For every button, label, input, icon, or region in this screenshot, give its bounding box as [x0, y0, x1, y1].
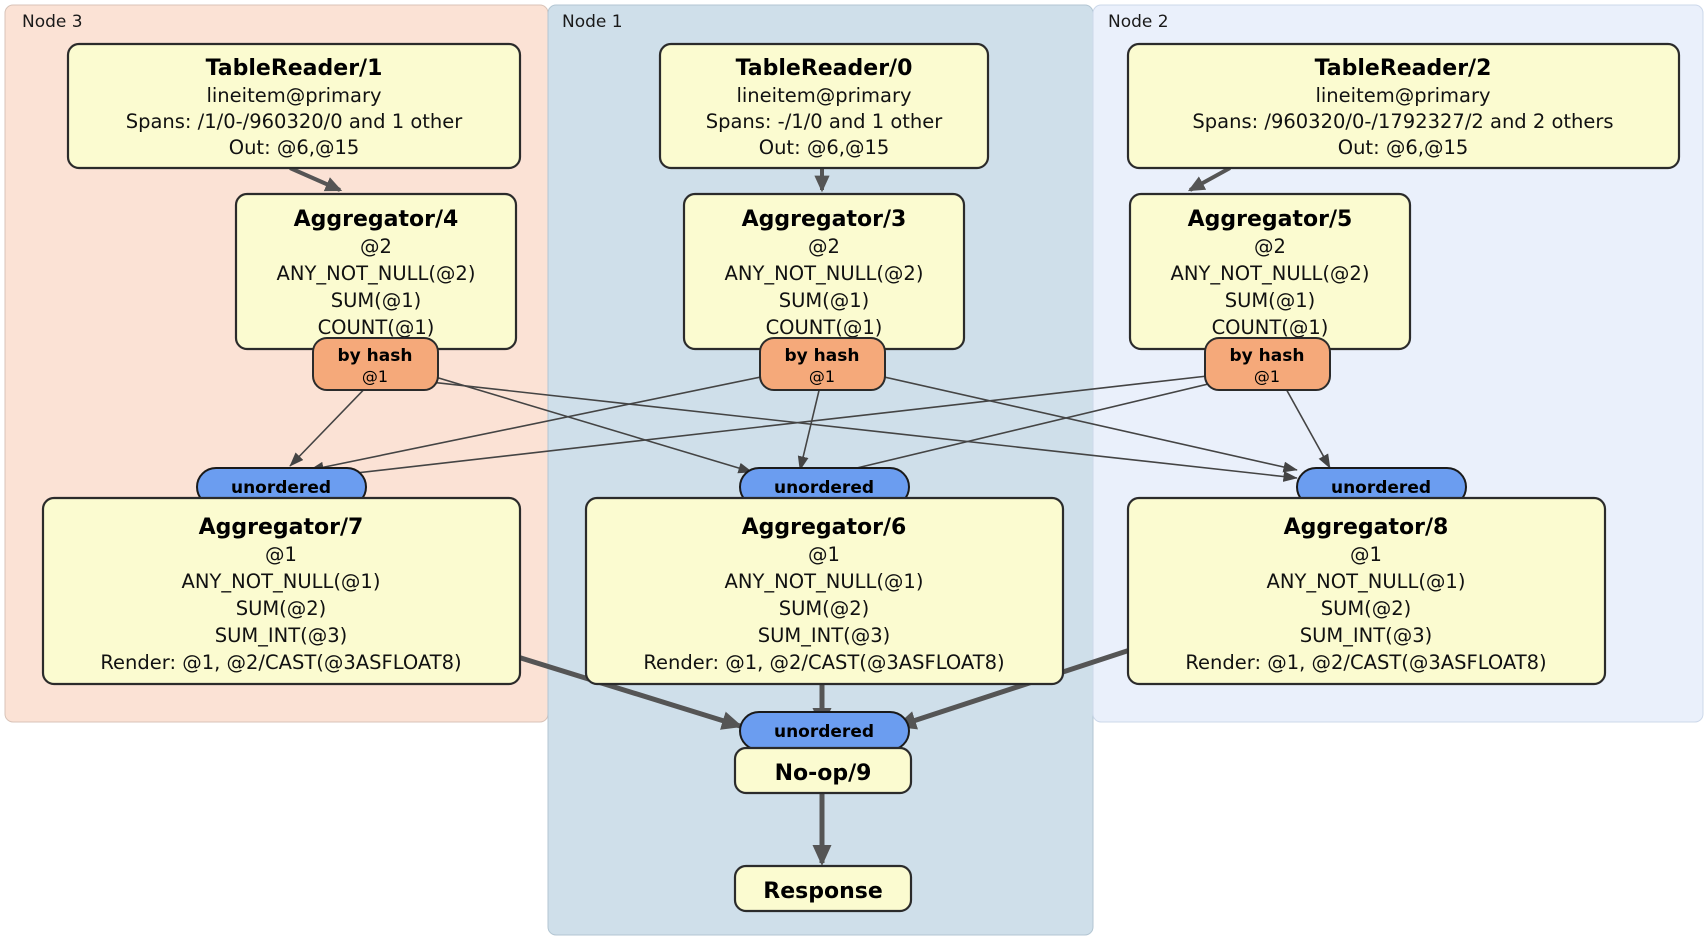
box-aggregator-5-line-0: @2 — [1254, 235, 1286, 258]
box-aggregator-3-line-3: COUNT(@1) — [766, 316, 883, 339]
box-tablereader-1[interactable]: TableReader/1 lineitem@primary Spans: /1… — [66, 42, 522, 170]
pill-unordered-right[interactable]: unordered — [1296, 467, 1467, 507]
box-aggregator-5[interactable]: Aggregator/5 @2 ANY_NOT_NULL(@2) SUM(@1)… — [1128, 192, 1412, 351]
box-aggregator-8-line-1: ANY_NOT_NULL(@1) — [1267, 570, 1466, 593]
box-aggregator-8-line-4: Render: @1, @2/CAST(@3ASFLOAT8) — [1185, 651, 1546, 674]
box-aggregator-7-line-0: @1 — [265, 543, 297, 566]
edge-agg8-final — [895, 647, 1131, 730]
box-aggregator-6-line-1: ANY_NOT_NULL(@1) — [725, 570, 924, 593]
box-response[interactable]: Response — [733, 864, 913, 913]
box-response-title: Response — [763, 879, 883, 904]
edge-tr2-agg5 — [1187, 166, 1231, 192]
pill-unordered-mid-label: unordered — [774, 478, 874, 498]
box-aggregator-6[interactable]: Aggregator/6 @1 ANY_NOT_NULL(@1) SUM(@2)… — [584, 496, 1065, 686]
edge-hashM-unordR — [861, 371, 1298, 473]
box-tablereader-2-line-0: lineitem@primary — [1315, 84, 1490, 107]
box-aggregator-7-line-1: ANY_NOT_NULL(@1) — [182, 570, 381, 593]
pill-unordered-right-label: unordered — [1331, 478, 1431, 498]
edge-hashR-unordL — [311, 373, 1226, 482]
box-aggregator-3-line-2: SUM(@1) — [779, 289, 870, 312]
box-tablereader-2-line-1: Spans: /960320/0-/1792327/2 and 2 others — [1192, 110, 1613, 133]
panel-node2-label: Node 2 — [1108, 12, 1169, 32]
pill-by-hash-mid-sub: @1 — [809, 367, 835, 386]
box-aggregator-6-line-0: @1 — [808, 543, 840, 566]
box-aggregator-6-line-4: Render: @1, @2/CAST(@3ASFLOAT8) — [643, 651, 1004, 674]
box-tablereader-1-line-2: Out: @6,@15 — [229, 136, 360, 159]
box-aggregator-6-line-2: SUM(@2) — [779, 597, 870, 620]
box-aggregator-5-title: Aggregator/5 — [1188, 207, 1353, 232]
box-tablereader-2-title: TableReader/2 — [1315, 56, 1492, 81]
box-tablereader-1-line-1: Spans: /1/0-/960320/0 and 1 other — [126, 110, 464, 133]
edge-hashL-unordR — [411, 379, 1298, 482]
box-noop-9-title: No-op/9 — [775, 761, 872, 786]
box-tablereader-1-line-0: lineitem@primary — [206, 84, 381, 107]
box-aggregator-8-line-3: SUM_INT(@3) — [1300, 624, 1433, 647]
box-aggregator-8-title: Aggregator/8 — [1284, 515, 1449, 540]
box-aggregator-4-line-3: COUNT(@1) — [318, 316, 435, 339]
edge-hashR-unordR — [1279, 377, 1331, 469]
box-aggregator-4-line-0: @2 — [360, 235, 392, 258]
box-aggregator-7-title: Aggregator/7 — [199, 515, 364, 540]
pill-by-hash-mid-label: by hash — [785, 346, 860, 366]
pill-unordered-final[interactable]: unordered — [739, 711, 910, 751]
box-tablereader-0-line-0: lineitem@primary — [736, 84, 911, 107]
box-aggregator-8-line-2: SUM(@2) — [1321, 597, 1412, 620]
box-aggregator-7-line-3: SUM_INT(@3) — [215, 624, 348, 647]
box-tablereader-0-line-2: Out: @6,@15 — [759, 136, 890, 159]
box-aggregator-3-line-1: ANY_NOT_NULL(@2) — [725, 262, 924, 285]
panel-node1-label: Node 1 — [562, 12, 623, 32]
pill-unordered-left-label: unordered — [231, 478, 331, 498]
pill-unordered-mid[interactable]: unordered — [739, 467, 910, 507]
box-tablereader-0[interactable]: TableReader/0 lineitem@primary Spans: -/… — [658, 42, 990, 170]
box-aggregator-5-line-2: SUM(@1) — [1225, 289, 1316, 312]
box-aggregator-8-line-0: @1 — [1350, 543, 1382, 566]
box-aggregator-4-line-2: SUM(@1) — [331, 289, 422, 312]
box-aggregator-6-title: Aggregator/6 — [742, 515, 907, 540]
box-aggregator-5-line-3: COUNT(@1) — [1212, 316, 1329, 339]
box-aggregator-8[interactable]: Aggregator/8 @1 ANY_NOT_NULL(@1) SUM(@2)… — [1126, 496, 1607, 686]
box-aggregator-3-title: Aggregator/3 — [742, 207, 907, 232]
edge-hashM-unordM — [797, 377, 823, 471]
pill-by-hash-left[interactable]: by hash @1 — [312, 337, 439, 391]
box-tablereader-2[interactable]: TableReader/2 lineitem@primary Spans: /9… — [1126, 42, 1681, 170]
box-aggregator-3-line-0: @2 — [808, 235, 840, 258]
box-aggregator-4-line-1: ANY_NOT_NULL(@2) — [277, 262, 476, 285]
box-tablereader-1-title: TableReader/1 — [206, 56, 383, 81]
box-aggregator-6-line-3: SUM_INT(@3) — [758, 624, 891, 647]
pill-by-hash-right-label: by hash — [1230, 346, 1305, 366]
box-aggregator-3[interactable]: Aggregator/3 @2 ANY_NOT_NULL(@2) SUM(@1)… — [682, 192, 966, 351]
pill-by-hash-right-sub: @1 — [1254, 367, 1280, 386]
pill-by-hash-right[interactable]: by hash @1 — [1204, 337, 1331, 391]
panel-node3-label: Node 3 — [22, 12, 83, 32]
box-aggregator-7-line-2: SUM(@2) — [236, 597, 327, 620]
box-tablereader-0-line-1: Spans: -/1/0 and 1 other — [706, 110, 944, 133]
edge-agg7-final — [494, 647, 743, 730]
edge-hashR-unordM — [814, 379, 1226, 481]
box-tablereader-2-line-2: Out: @6,@15 — [1338, 136, 1469, 159]
box-aggregator-4-title: Aggregator/4 — [294, 207, 459, 232]
edge-tr1-agg4 — [289, 166, 343, 192]
box-aggregator-5-line-1: ANY_NOT_NULL(@2) — [1171, 262, 1370, 285]
pill-by-hash-mid[interactable]: by hash @1 — [759, 337, 886, 391]
pill-unordered-final-label: unordered — [774, 722, 874, 742]
pill-by-hash-left-sub: @1 — [362, 367, 388, 386]
box-noop-9[interactable]: No-op/9 — [733, 746, 913, 795]
edge-hashL-unordL — [289, 377, 376, 467]
box-aggregator-7-line-4: Render: @1, @2/CAST(@3ASFLOAT8) — [100, 651, 461, 674]
pill-by-hash-left-label: by hash — [338, 346, 413, 366]
box-aggregator-7[interactable]: Aggregator/7 @1 ANY_NOT_NULL(@1) SUM(@2)… — [41, 496, 522, 686]
edge-hashM-unordL — [309, 371, 786, 473]
box-tablereader-0-title: TableReader/0 — [736, 56, 913, 81]
box-aggregator-4[interactable]: Aggregator/4 @2 ANY_NOT_NULL(@2) SUM(@1)… — [234, 192, 518, 351]
